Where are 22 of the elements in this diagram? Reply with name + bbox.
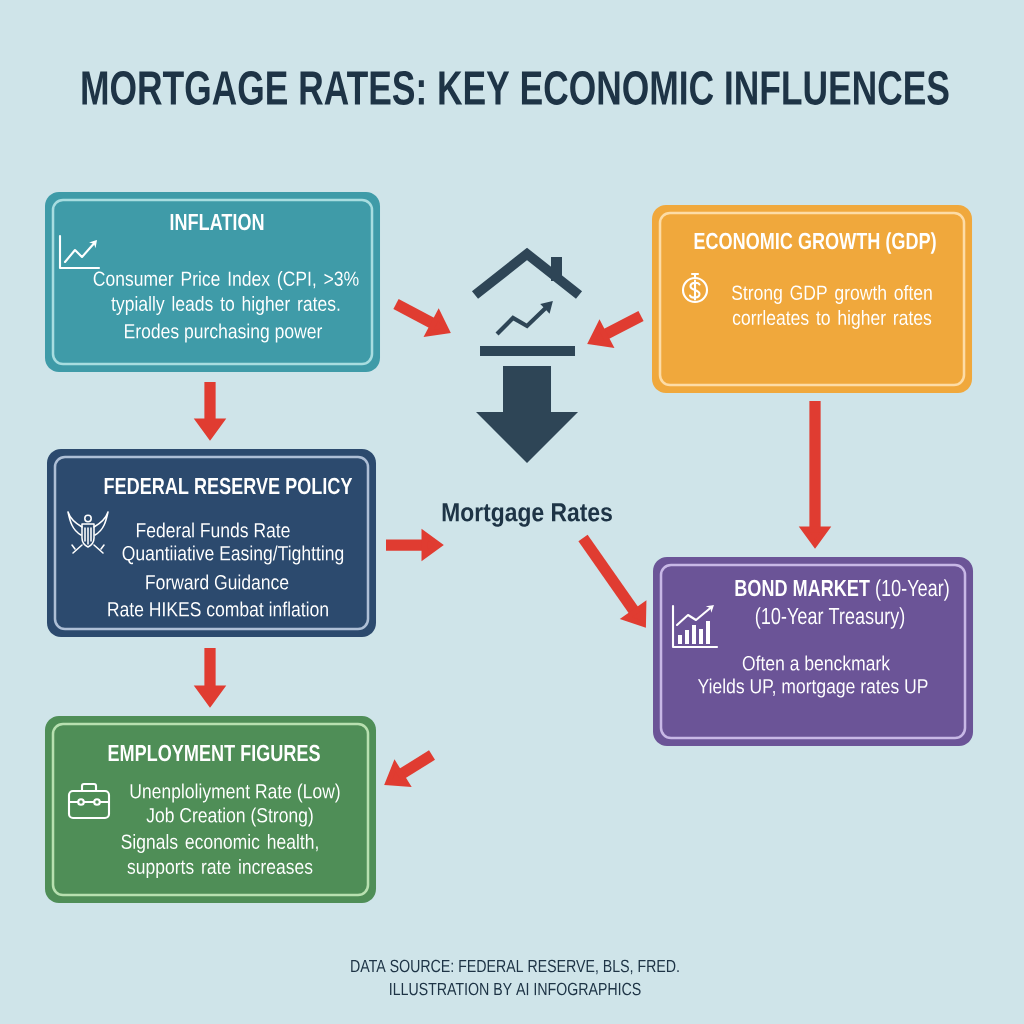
center-label: Mortgage Rates <box>442 503 612 527</box>
card-heading: FEDERAL RESERVE POLICY <box>104 477 353 495</box>
card-heading: INFLATION <box>170 213 264 231</box>
card-subheading: (10-Year Treasury) <box>755 607 905 629</box>
card-text: Strong GDP growth often corrleates to higher rates <box>732 285 932 329</box>
source-note: ILLUSTRATION BY AI INFOGRAPHICS <box>390 982 641 996</box>
card-text: Signals economic health, supports rate increases <box>121 834 318 879</box>
card-text: Rate HIKES combat inflation <box>108 601 328 617</box>
card-text: Consumer Price Index (CPI, >3% typially leads to higher rates. <box>93 271 359 315</box>
card-heading: EMPLOYMENT FIGURES <box>108 744 320 762</box>
card-text: Often a benckmark <box>742 655 891 671</box>
title: MORTGAGE RATES: KEY ECONOMIC INFLUENCES <box>82 71 949 105</box>
source-note: DATA SOURCE: FEDERAL RESERVE, BLS, FRED. <box>351 959 679 975</box>
card-text: Federal Funds Rate <box>136 522 290 538</box>
card-text: Forward Guidance <box>146 574 289 590</box>
card-text: Unenploliyment Rate (Low) <box>130 783 340 803</box>
card-text: Yields UP, mortgage rates UP <box>697 678 928 698</box>
card-text: Job Creation (Strong) <box>146 807 313 827</box>
card-text: Erodes purchasing power <box>125 323 323 343</box>
card-heading: BOND MARKET (10-Year) <box>735 579 949 601</box>
card-text: Quantiiative Easing/Tightting <box>122 545 344 565</box>
card-heading: ECONOMIC GROWTH (GDP) <box>694 232 936 254</box>
